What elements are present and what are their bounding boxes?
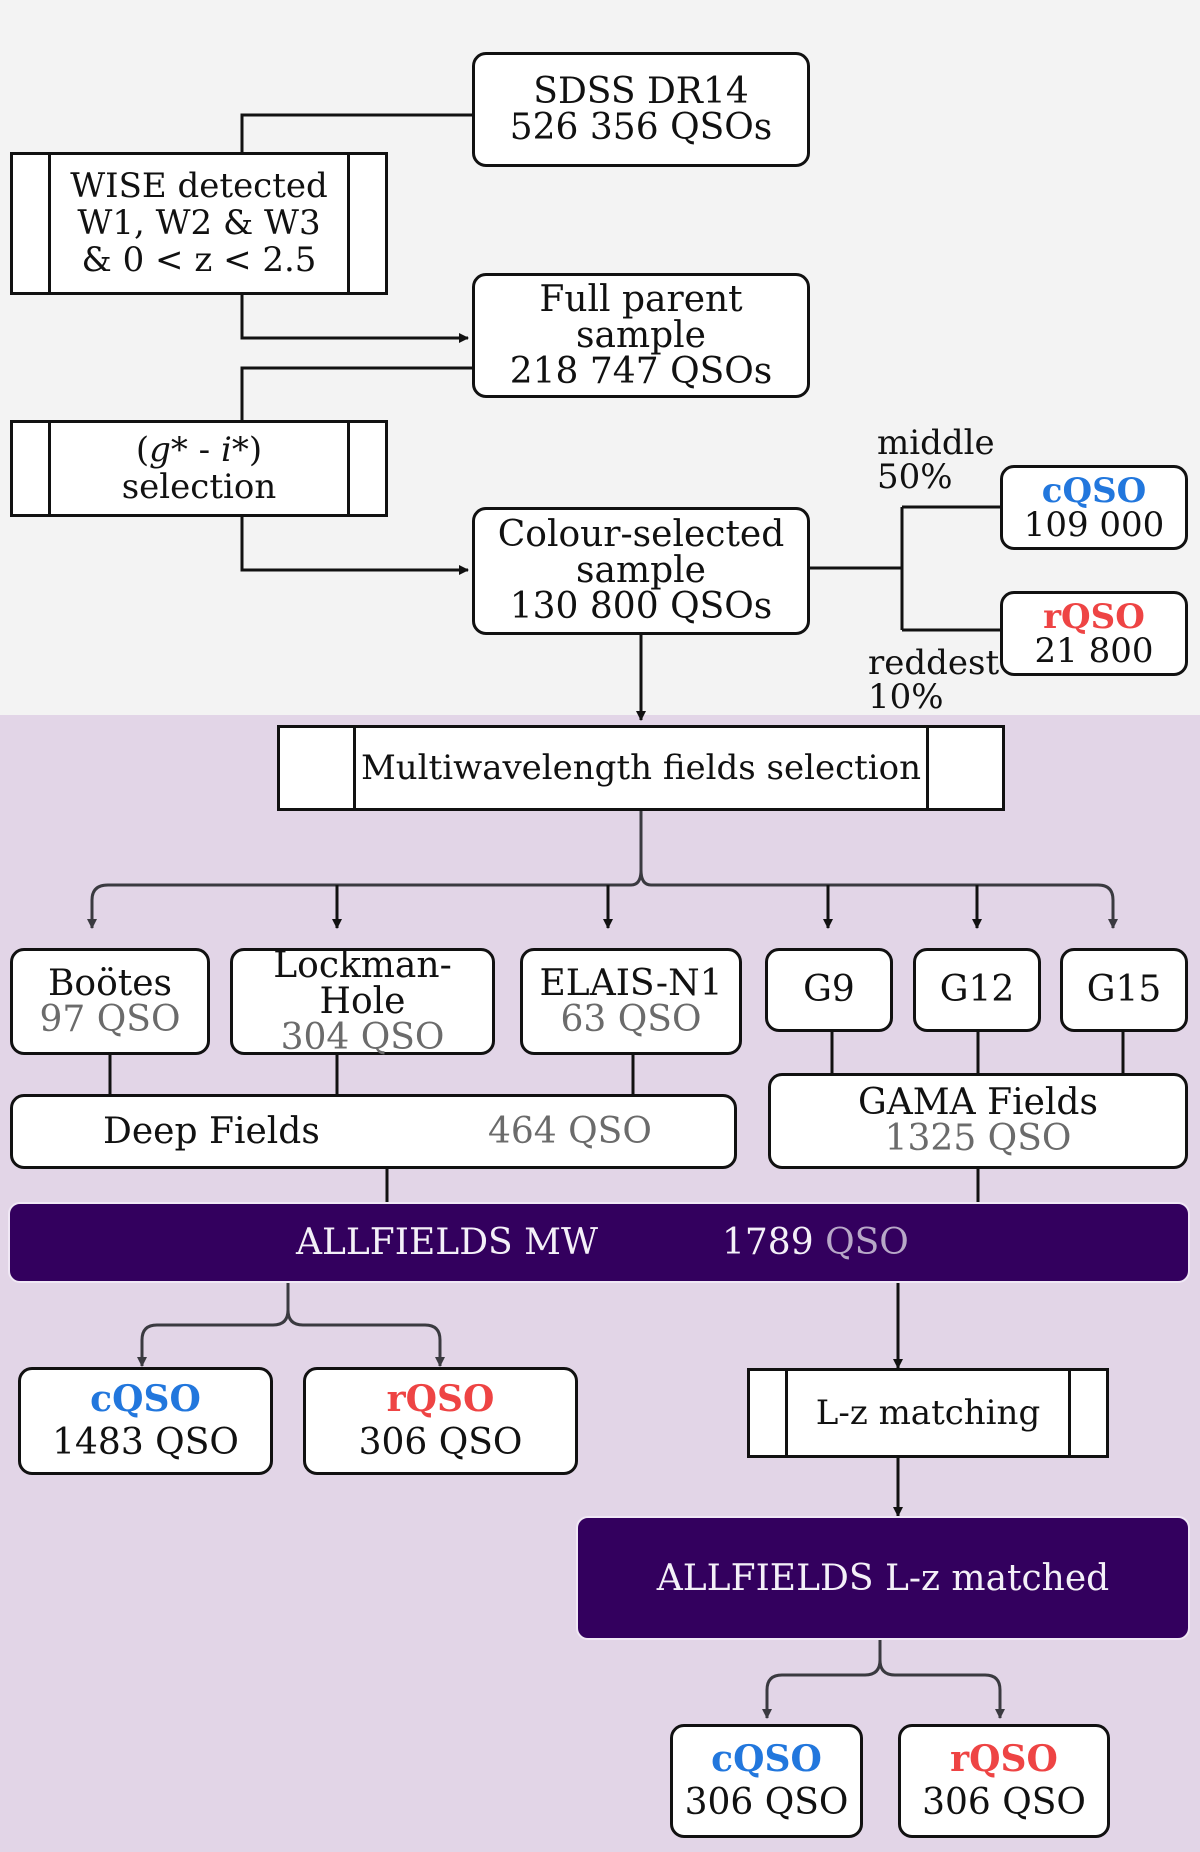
bootes-name: Boötes <box>47 962 173 1004</box>
gi-paren-close: ) <box>248 429 263 470</box>
middle-word: middle <box>877 423 995 463</box>
reddest-percent: 10% <box>868 677 944 717</box>
lz-matching-process: L-z matching <box>747 1368 1109 1458</box>
process-left-bar <box>750 1371 788 1455</box>
allfields-lz-matched-box: ALLFIELDS L-z matched <box>576 1516 1190 1640</box>
cqso-count: 109 000 <box>1023 504 1165 545</box>
deep-fields-box: Deep Fields 464 QSO <box>10 1094 737 1169</box>
wise-to-parent-arrow <box>240 290 469 343</box>
mw-cqso-box: cQSO 1483 QSO <box>18 1367 273 1475</box>
gi-minus: - <box>187 429 221 470</box>
lz-cqso-label: cQSO <box>711 1738 822 1780</box>
mw-cqso-label: cQSO <box>90 1378 201 1420</box>
lz-to-rqso-arrow <box>878 1659 1005 1719</box>
sdss-count: 526 356 QSOs <box>509 106 773 148</box>
elais-count: 63 QSO <box>560 998 702 1040</box>
bottom-panel-background <box>0 715 1200 1852</box>
gi-i-band: i* <box>220 429 249 470</box>
gi-selection-word: selection <box>121 466 277 507</box>
deep-fields-count: 464 QSO <box>488 1110 652 1152</box>
colour-line1: Colour-selected <box>497 514 785 555</box>
g15-field-box: G15 <box>1060 948 1188 1032</box>
g15-name: G15 <box>1086 969 1162 1010</box>
mw-to-g15-arrow <box>639 869 1118 929</box>
allfields-mw-number: 1789 <box>722 1222 814 1263</box>
rqso-count: 21 800 <box>1034 630 1154 671</box>
mw-fields-selection-process: Multiwavelength fields selection <box>277 725 1005 811</box>
colour-selected-sample-box: Colour-selected sample 130 800 QSOs <box>472 507 810 635</box>
mw-to-bootes-arrow <box>87 808 643 929</box>
sdss-to-wise-line <box>240 113 472 152</box>
allfields-mw-unit: QSO <box>825 1222 909 1263</box>
lz-rqso-label: rQSO <box>950 1738 1058 1780</box>
elais-name: ELAIS-N1 <box>539 962 723 1004</box>
colour-count: 130 800 QSOs <box>509 586 773 627</box>
mw-rqso-label: rQSO <box>386 1378 495 1420</box>
gi-colour-label: (g* - i*) <box>122 429 277 470</box>
deep-fields-label: Deep Fields <box>103 1110 320 1152</box>
g9-name: G9 <box>803 969 855 1010</box>
parent-title: Full parent sample <box>539 278 743 356</box>
reddest-word: reddest <box>868 643 1000 683</box>
g9-field-box: G9 <box>765 948 893 1032</box>
mw-to-cqso-arrow <box>137 1283 290 1367</box>
bootes-count: 97 QSO <box>39 998 181 1040</box>
process-left-bar <box>13 423 51 514</box>
gama-fields-count: 1325 QSO <box>884 1118 1072 1159</box>
gi-to-colour-arrow <box>240 515 469 575</box>
lz-rqso-box: rQSO 306 QSO <box>898 1724 1110 1838</box>
lz-matching-label: L-z matching <box>815 1392 1041 1433</box>
g12-field-box: G12 <box>913 948 1041 1032</box>
lz-cqso-box: cQSO 306 QSO <box>670 1724 863 1838</box>
rqso-parent-box: rQSO 21 800 <box>1000 591 1188 676</box>
colour-line2: sample <box>576 550 706 591</box>
lz-to-cqso-arrow <box>762 1640 882 1719</box>
allfields-mw-box: ALLFIELDS MW 1789 QSO <box>8 1202 1190 1283</box>
sdss-dr14-box: SDSS DR14 526 356 QSOs <box>472 52 810 167</box>
allfields-lz-label: ALLFIELDS L-z matched <box>656 1557 1110 1599</box>
rqso-label: rQSO <box>1043 596 1145 637</box>
mw-rqso-box: rQSO 306 QSO <box>303 1367 578 1475</box>
lockman-name: Lockman-Hole <box>273 944 452 1022</box>
gi-g-band: g* <box>149 429 188 470</box>
wise-selection-process: WISE detected W1, W2 & W3 & 0 < z < 2.5 <box>10 152 388 295</box>
gi-paren-open: ( <box>135 429 150 470</box>
process-right-bar <box>347 423 385 514</box>
elais-n1-field-box: ELAIS-N1 63 QSO <box>520 948 742 1055</box>
lockman-hole-field-box: Lockman-Hole 304 QSO <box>230 944 495 1058</box>
mw-selection-label: Multiwavelength fields selection <box>360 747 922 788</box>
full-parent-sample-box: Full parent sample 218 747 QSOs <box>472 273 810 398</box>
allfields-mw-label: ALLFIELDS MW <box>296 1222 599 1263</box>
g12-name: G12 <box>939 969 1015 1010</box>
gama-fields-box: GAMA Fields 1325 QSO <box>768 1073 1188 1169</box>
mw-to-rqso-arrow <box>286 1309 445 1367</box>
wise-line1: WISE detected <box>70 166 328 207</box>
bootes-field-box: Boötes 97 QSO <box>10 948 210 1055</box>
gama-fields-label: GAMA Fields <box>858 1082 1098 1123</box>
parent-to-gi-line <box>240 366 472 420</box>
process-right-bar <box>347 155 385 292</box>
lz-cqso-count: 306 QSO <box>684 1782 849 1823</box>
wise-line3: & 0 < z < 2.5 <box>81 239 317 280</box>
middle-percent: 50% <box>877 457 953 497</box>
process-left-bar <box>280 728 356 808</box>
mw-cqso-count: 1483 QSO <box>52 1422 239 1463</box>
process-right-bar <box>1068 1371 1106 1455</box>
process-left-bar <box>13 155 51 292</box>
mw-rqso-count: 306 QSO <box>358 1422 523 1463</box>
reddest-percent-label: reddest 10% <box>868 646 999 714</box>
cqso-label: cQSO <box>1041 470 1147 511</box>
allfields-mw-count: 1789 QSO <box>722 1222 909 1263</box>
sdss-title: SDSS DR14 <box>533 70 749 112</box>
cqso-parent-box: cQSO 109 000 <box>1000 465 1188 550</box>
wise-line2: W1, W2 & W3 <box>77 203 321 244</box>
process-right-bar <box>926 728 1002 808</box>
parent-count: 218 747 QSOs <box>509 350 773 392</box>
lz-rqso-count: 306 QSO <box>922 1782 1086 1823</box>
gi-selection-process: (g* - i*) selection <box>10 420 388 517</box>
middle-percent-label: middle 50% <box>877 426 995 494</box>
lockman-count: 304 QSO <box>280 1016 445 1058</box>
